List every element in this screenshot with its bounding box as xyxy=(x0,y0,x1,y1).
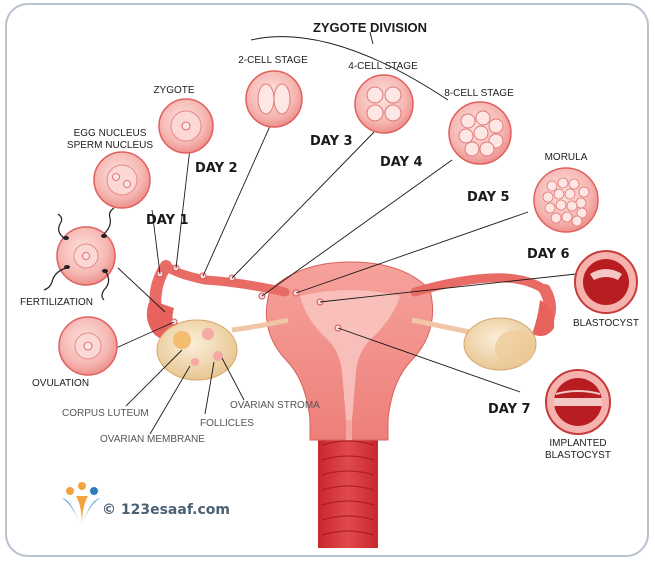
label-ovarian-membrane: OVARIAN MEMBRANE xyxy=(100,434,205,445)
label-day-5: DAY 5 xyxy=(467,190,510,205)
label-day-1: DAY 1 xyxy=(146,213,189,228)
label-implanted: IMPLANTED xyxy=(549,438,606,449)
label-egg-nucleus: EGG NUCLEUS xyxy=(74,128,147,139)
morula-cell xyxy=(533,167,599,233)
label-blastocyst: BLASTOCYST xyxy=(573,318,639,329)
label-day-4: DAY 4 xyxy=(380,155,423,170)
label-two-cell: 2-CELL STAGE xyxy=(238,55,308,66)
zygote-cell xyxy=(158,98,214,154)
label-day-6: DAY 6 xyxy=(527,247,570,262)
label-day-2: DAY 2 xyxy=(195,161,238,176)
four-cell-stage xyxy=(354,74,414,134)
label-follicles: FOLLICLES xyxy=(200,418,254,429)
label-morula: MORULA xyxy=(545,152,588,163)
watermark-text: © 123esaaf.com xyxy=(102,502,230,518)
label-ovarian-stroma: OVARIAN STROMA xyxy=(230,400,320,411)
implanted-blastocyst-cell xyxy=(545,369,611,435)
label-corpus-luteum: CORPUS LUTEUM xyxy=(62,408,149,419)
uterus-anatomy xyxy=(146,260,556,548)
label-day-3: DAY 3 xyxy=(310,134,353,149)
label-fertilization: FERTILIZATION xyxy=(20,297,93,308)
label-sperm-nucleus: SPERM NUCLEUS xyxy=(67,140,153,151)
watermark-logo-icon xyxy=(62,482,100,526)
label-implanted-blastocyst: BLASTOCYST xyxy=(545,450,611,461)
blastocyst-cell xyxy=(574,250,638,314)
label-zygote: ZYGOTE xyxy=(153,85,194,96)
eight-cell-stage xyxy=(448,101,512,165)
egg-sperm-cell xyxy=(93,151,151,209)
diagram-title: ZYGOTE DIVISION xyxy=(313,20,427,35)
fertilization-cell xyxy=(43,207,116,301)
label-four-cell: 4-CELL STAGE xyxy=(348,61,418,72)
ovulation-cell xyxy=(58,316,118,376)
label-ovulation: OVULATION xyxy=(32,378,89,389)
label-eight-cell: 8-CELL STAGE xyxy=(444,88,514,99)
pointer-lines xyxy=(115,31,577,435)
two-cell-stage xyxy=(245,70,303,128)
label-day-7: DAY 7 xyxy=(488,402,531,417)
